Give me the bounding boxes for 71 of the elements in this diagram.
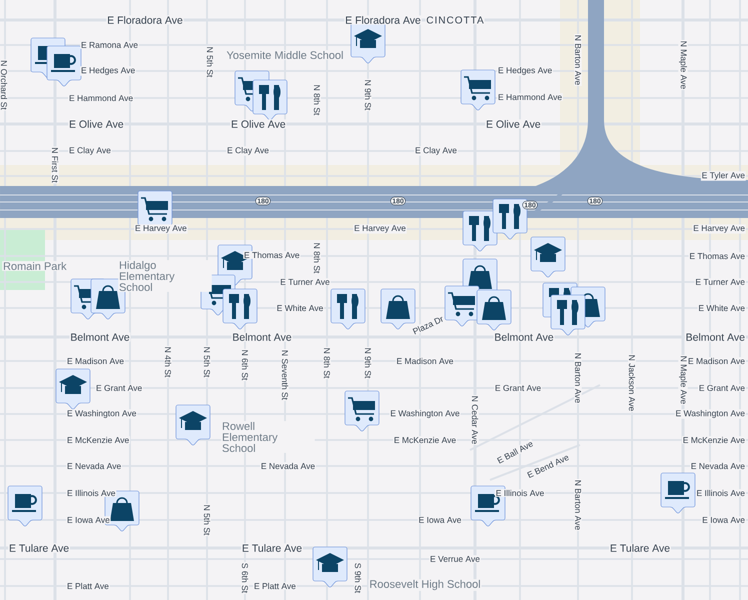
street-label: E Illinois Ave: [696, 489, 746, 497]
street-label: E Turner Ave: [279, 278, 331, 286]
street-label: S 6th St: [241, 562, 249, 594]
street-label: N Maple Ave: [678, 40, 688, 90]
street-label: N 5th St: [203, 504, 211, 536]
street-label: E Grant Ave: [698, 384, 746, 392]
street-label: E Thomas Ave: [243, 251, 300, 259]
street-label: N Barton Ave: [574, 352, 582, 404]
street-label: E Bend Ave: [525, 452, 571, 480]
street-label: N 4th St: [164, 346, 172, 378]
street-label: E McKenzie Ave: [682, 436, 746, 444]
street-label: E Nevada Ave: [260, 462, 316, 470]
street-label: N First St: [51, 146, 59, 184]
street-label: N 8th St: [313, 242, 321, 274]
street-label: E Clay Ave: [68, 146, 112, 156]
street-label: E Grant Ave: [95, 384, 143, 392]
street-label: E Nevada Ave: [66, 462, 122, 470]
street-label: E Madison Ave: [687, 357, 746, 365]
place-label: Rowell Elementary School: [221, 421, 315, 453]
street-label: E Washington Ave: [674, 409, 746, 419]
street-label: E Clay Ave: [226, 146, 270, 156]
street-label: E Turner Ave: [694, 278, 746, 286]
street-label: N 6th St: [241, 348, 249, 382]
street-label: N Orchard St: [0, 59, 8, 111]
street-label: E Thomas Ave: [688, 252, 746, 260]
street-label: N Cedar Ave: [471, 394, 479, 446]
street-label: E Illinois Ave: [494, 489, 546, 497]
street-label: E Madison Ave: [396, 357, 454, 365]
street-label: E McKenzie Ave: [393, 436, 457, 444]
street-label: E Ramona Ave: [80, 41, 139, 49]
street-label: Plaza Dr: [410, 314, 446, 336]
street-label: E Verrue Ave: [429, 555, 481, 563]
street-label: N 8th St: [313, 84, 321, 116]
street-label: E Hedges Ave: [497, 66, 553, 76]
street-label: N 5th St: [203, 346, 211, 378]
street-label: E Iowa Ave: [66, 516, 111, 524]
street-label: E Madison Ave: [66, 357, 125, 365]
street-label: E Platt Ave: [66, 582, 110, 590]
district-label: CINCOTTA: [426, 16, 484, 24]
street-label: E White Ave: [698, 304, 746, 312]
street-label: E Iowa Ave: [701, 516, 746, 524]
street-label: N Seventh St: [281, 349, 289, 401]
street-label: E Illinois Ave: [66, 489, 116, 497]
street-label: N Barton Ave: [574, 479, 582, 531]
street-label: E Clay Ave: [414, 146, 458, 156]
street-label: N 9th St: [364, 78, 372, 112]
street-label: E Hammond Ave: [68, 94, 134, 102]
street-label: E McKenzie Ave: [66, 436, 130, 444]
street-label: E Grant Ave: [494, 384, 542, 392]
street-label: E Olive Ave: [230, 119, 286, 129]
street-label: N Jackson Ave: [628, 354, 636, 412]
street-label: E Iowa Ave: [418, 516, 462, 524]
place-label: Romain Park: [2, 261, 68, 271]
street-label: E Hammond Ave: [497, 93, 563, 101]
street-label: N 8th St: [323, 346, 331, 380]
street-label: N Barton Ave: [574, 34, 582, 86]
street-label: E Washington Ave: [66, 409, 138, 419]
place-label: Yosemite Middle School: [226, 50, 344, 60]
street-label: E Nevada Ave: [690, 462, 746, 470]
street-label: E Tyler Ave: [700, 171, 746, 181]
street-label: E Platt Ave: [253, 582, 297, 590]
place-label: Hidalgo Elementary School: [118, 260, 212, 292]
street-label: N 9th St: [364, 346, 372, 380]
street-label: N 5th St: [206, 46, 214, 78]
street-label: S 9th St: [354, 562, 362, 594]
street-label: E Washington Ave: [389, 409, 461, 419]
street-label: E Hedges Ave: [80, 66, 136, 76]
place-label: Roosevelt High School: [368, 579, 482, 591]
street-label: E Ball Ave: [495, 439, 535, 465]
street-label: E White Ave: [276, 304, 324, 312]
street-label: N Maple Ave: [678, 354, 688, 406]
